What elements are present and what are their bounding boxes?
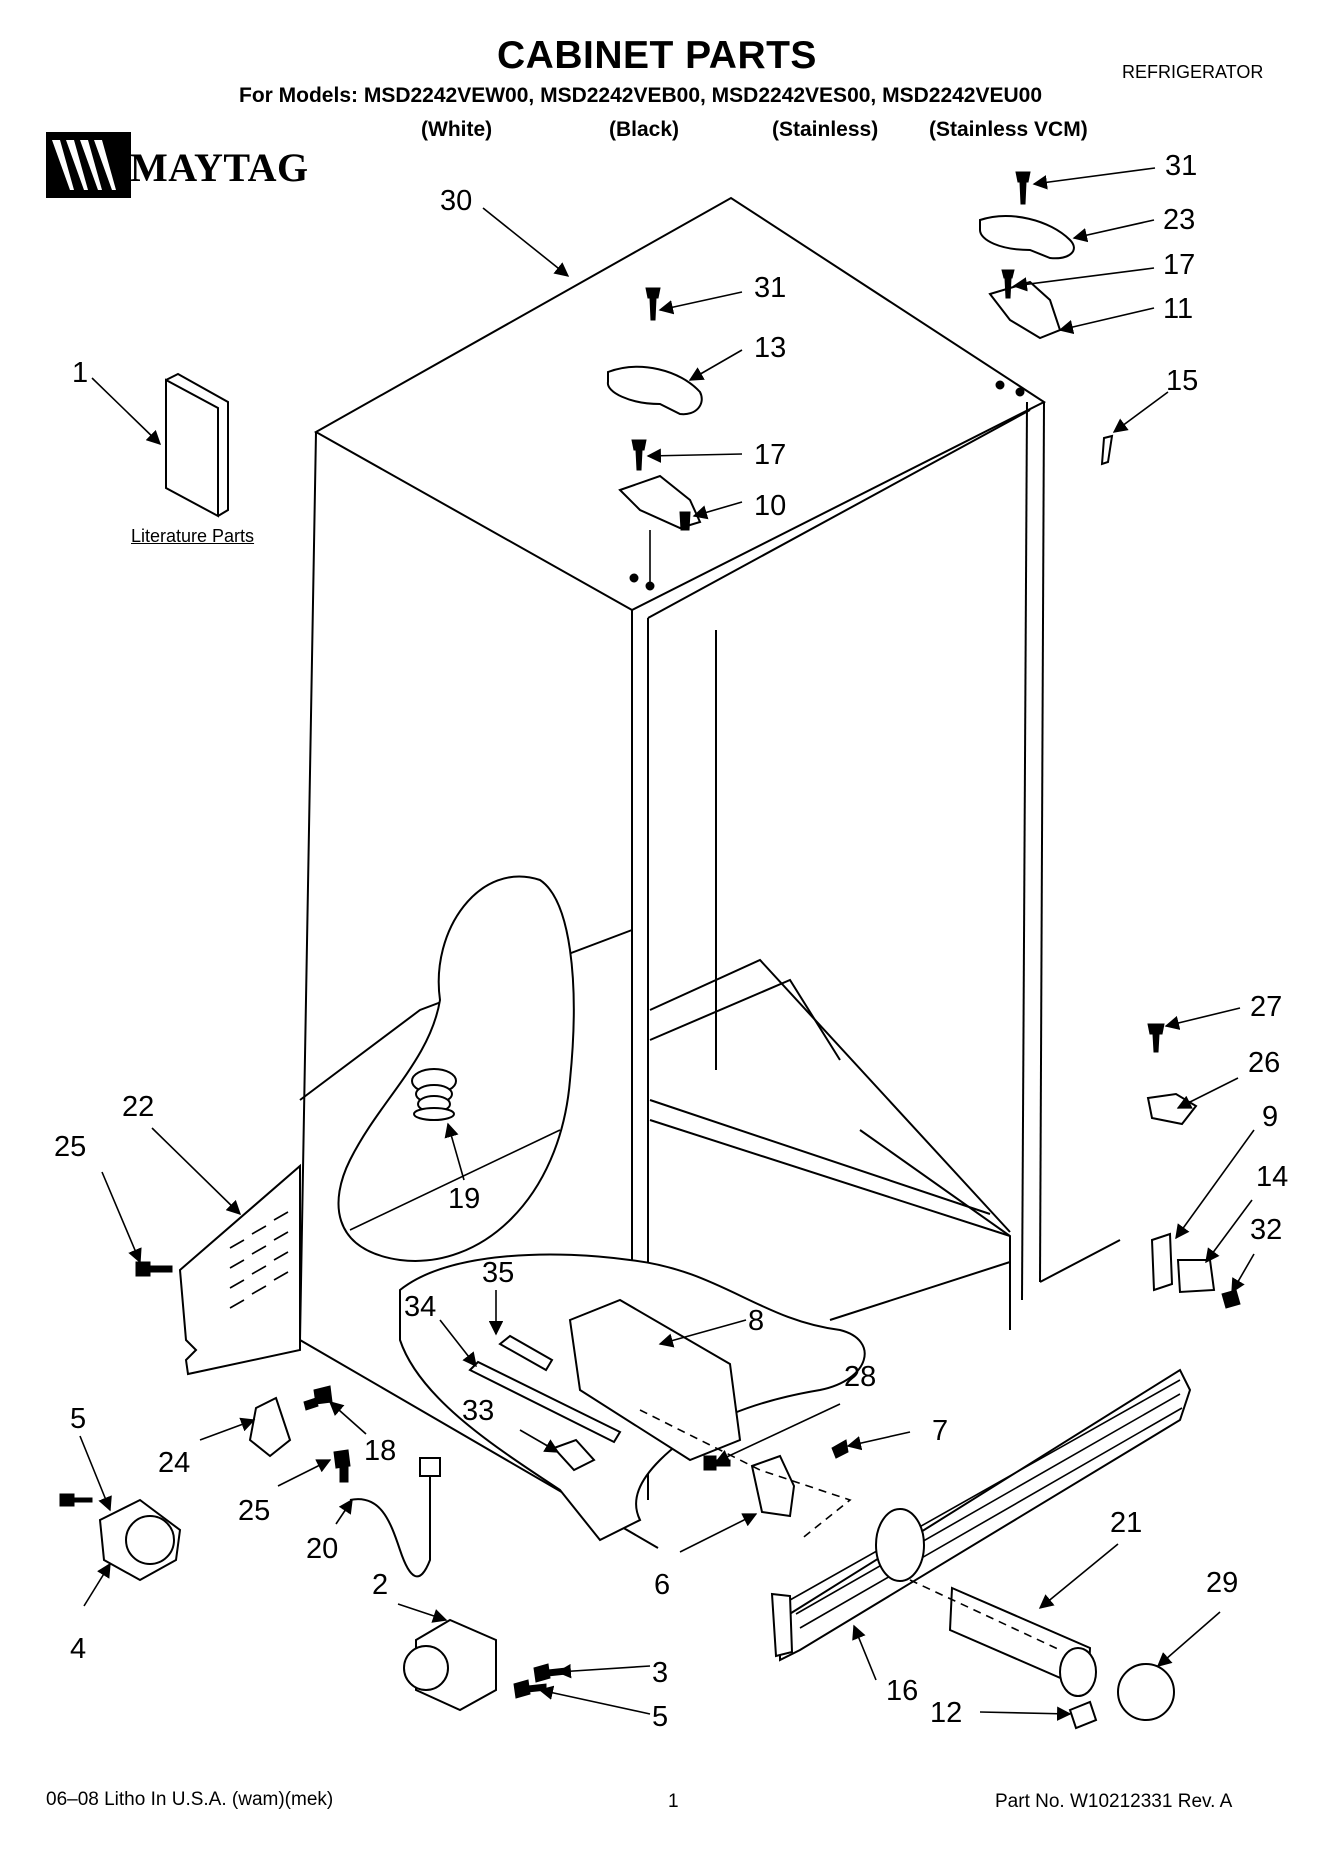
model-list: For Models: MSD2242VEW00, MSD2242VEB00, …	[239, 84, 1043, 107]
screw-32	[1221, 1289, 1241, 1309]
hinge-bracket-right	[988, 280, 1062, 340]
callout-30: 30	[440, 185, 472, 217]
callout-5-left: 5	[70, 1403, 86, 1435]
page-title: CABINET PARTS	[497, 34, 817, 77]
cap-29	[1117, 1663, 1175, 1721]
filter-housing-8	[568, 1298, 742, 1462]
callout-23: 23	[1163, 204, 1195, 236]
part-number: Part No. W10212331 Rev. A	[995, 1791, 1233, 1812]
literature-book	[165, 378, 219, 518]
screw-3	[533, 1663, 567, 1683]
screw-18	[303, 1385, 333, 1411]
callout-16: 16	[886, 1675, 918, 1707]
plug-12	[1068, 1700, 1098, 1730]
screw-31-center	[645, 287, 661, 321]
screw-17-right	[1001, 269, 1015, 299]
filter-insert-35	[498, 1334, 554, 1372]
screw-17-center	[631, 439, 647, 471]
litho-info: 06–08 Litho In U.S.A. (wam)(mek)	[46, 1789, 334, 1810]
toe-grille-16	[779, 1368, 1192, 1662]
callout-9: 9	[1262, 1101, 1278, 1133]
callout-29: 29	[1206, 1567, 1238, 1599]
hinge-pin-14	[1176, 1259, 1216, 1294]
callout-31-right: 31	[1165, 150, 1197, 182]
callout-15: 15	[1166, 365, 1198, 397]
callout-7: 7	[932, 1415, 948, 1447]
callout-10: 10	[754, 490, 786, 522]
callout-4: 4	[70, 1633, 86, 1665]
callout-17-center: 17	[754, 439, 786, 471]
page-number: 1	[668, 1791, 679, 1812]
callout-19: 19	[448, 1183, 480, 1215]
cabinet-cutout-upper	[337, 875, 575, 1262]
grille-22	[178, 1163, 301, 1376]
callout-labels: 31 23 17 11 15 30 31 13 17 10 1 27 26 9 …	[54, 150, 1288, 1733]
plug-19	[411, 1068, 457, 1121]
variant-stainless: (Stainless)	[772, 118, 879, 141]
callout-33: 33	[462, 1395, 494, 1427]
callout-18: 18	[364, 1435, 396, 1467]
stop-26	[1146, 1092, 1198, 1126]
water-line-20	[349, 1468, 431, 1578]
callout-1: 1	[72, 357, 88, 389]
hinge-cover-right	[979, 215, 1075, 260]
callout-21: 21	[1110, 1507, 1142, 1539]
callout-14: 14	[1256, 1161, 1288, 1193]
callout-5-bottom: 5	[652, 1701, 668, 1733]
callout-6: 6	[654, 1569, 670, 1601]
screw-31-right	[1015, 171, 1031, 205]
maytag-logo: MAYTAG	[46, 132, 326, 202]
callout-8: 8	[748, 1305, 764, 1337]
callout-32: 32	[1250, 1214, 1282, 1246]
screw-25-bottom	[333, 1449, 351, 1483]
variant-stainless-vcm: (Stainless VCM)	[929, 118, 1088, 141]
callout-11: 11	[1163, 293, 1193, 325]
callout-22: 22	[122, 1091, 154, 1123]
callout-28: 28	[844, 1361, 876, 1393]
callout-3: 3	[652, 1657, 668, 1689]
maytag-wordmark: MAYTAG	[130, 145, 309, 190]
leader-lines	[79, 167, 1255, 1721]
callout-20: 20	[306, 1533, 338, 1565]
callout-34: 34	[404, 1291, 436, 1323]
literature-parts-label: Literature Parts	[131, 526, 255, 546]
screw-7	[831, 1439, 849, 1459]
screw-5-left	[59, 1493, 93, 1507]
callout-27: 27	[1250, 991, 1282, 1023]
pin-15	[1100, 434, 1114, 466]
variant-white: (White)	[421, 118, 493, 141]
callout-35: 35	[482, 1257, 514, 1289]
callout-17-right: 17	[1163, 249, 1195, 281]
callout-13: 13	[754, 332, 786, 364]
callout-25-left: 25	[54, 1131, 86, 1163]
callout-2: 2	[372, 1569, 388, 1601]
variant-black: (Black)	[609, 118, 680, 141]
callout-12: 12	[930, 1697, 962, 1729]
callout-26: 26	[1248, 1047, 1280, 1079]
clip-33	[552, 1438, 596, 1472]
bracket-6	[750, 1454, 796, 1518]
callout-24: 24	[158, 1447, 190, 1479]
screw-5-bottom	[513, 1679, 547, 1699]
hinge-plate-9	[1150, 1232, 1174, 1292]
screw-27	[1147, 1023, 1165, 1053]
maytag-m-mark-icon	[46, 132, 131, 198]
bracket-24	[248, 1396, 292, 1458]
callout-31-center: 31	[754, 272, 786, 304]
appliance-category: REFRIGERATOR	[1122, 62, 1264, 82]
screw-10	[679, 511, 691, 531]
hinge-cover-center	[606, 365, 703, 416]
callout-25-bottom: 25	[238, 1495, 270, 1527]
screw-25-left	[135, 1261, 173, 1277]
